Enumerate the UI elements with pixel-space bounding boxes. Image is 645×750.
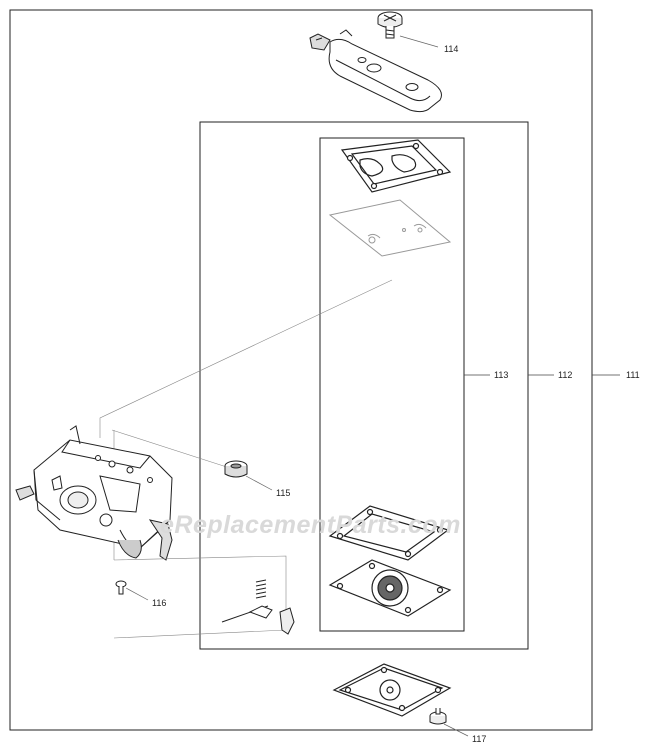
label-114: 114 [444,44,458,54]
screw-117 [429,708,447,725]
leader-117 [443,723,469,737]
watermark: eReplacementParts.com [160,511,461,539]
label-116: 116 [152,598,166,608]
leader-114 [399,35,439,48]
gasket-upper [340,139,452,193]
filter-screen-115 [224,460,248,478]
gasket-lower [328,505,450,561]
pump-diaphragm [328,199,452,257]
label-113: 113 [494,370,508,380]
leader-115 [245,475,273,491]
metering-diaphragm [328,559,452,617]
leader-diaphragm [99,279,393,438]
leader-needle-bracket [113,555,287,639]
leader-carb-screen [111,429,237,471]
screw-116 [115,580,127,595]
label-115: 115 [276,488,290,498]
frame-112 [199,121,529,650]
metering-cover [332,663,452,717]
inlet-needle-parts [221,579,295,635]
leader-116 [125,587,149,601]
carburetor-body [15,425,173,561]
frame-111 [9,9,593,731]
label-111: 111 [626,370,640,380]
label-112: 112 [558,370,572,380]
pump-cover [309,29,442,113]
screw-114 [377,11,403,39]
label-117: 117 [472,734,486,744]
frame-113 [319,137,465,632]
